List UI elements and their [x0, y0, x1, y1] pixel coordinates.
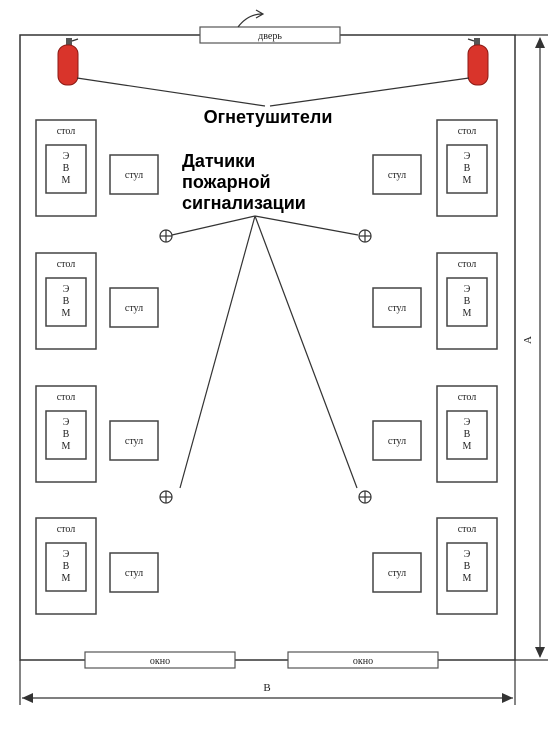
- computer-label: М: [62, 441, 71, 452]
- chair-label: стул: [388, 568, 406, 579]
- table-label: стол: [458, 126, 477, 137]
- computer-label: В: [63, 429, 70, 440]
- computer-label: Э: [63, 151, 70, 162]
- window-left-label: окно: [150, 656, 170, 667]
- door-swing-arc: [237, 13, 263, 28]
- chair: [372, 420, 422, 461]
- dimension-a: А: [515, 34, 548, 661]
- dimension-a-arrow-top: [535, 37, 545, 48]
- chair-label: стул: [125, 303, 143, 314]
- door-swing-arrowhead: [255, 9, 265, 19]
- chair: [372, 552, 422, 593]
- table-label: стол: [57, 259, 76, 270]
- detectors-label-line-3: сигнализации: [182, 193, 306, 213]
- chair-label: стул: [125, 436, 143, 447]
- table-label: стол: [57, 524, 76, 535]
- chair: [109, 287, 159, 328]
- window-right-label: окно: [353, 656, 373, 667]
- computer-label: М: [463, 573, 472, 584]
- workstation-right-3: стол Э В М стул: [372, 385, 498, 483]
- workstation-right-2: стол Э В М стул: [372, 252, 498, 350]
- dimension-a-label: А: [522, 336, 534, 344]
- extinguisher-leader-left: [76, 77, 266, 107]
- chair: [109, 154, 159, 195]
- computer: [45, 542, 87, 592]
- computer-label: Э: [464, 549, 471, 560]
- workstation-left-2: стол Э В М стул: [35, 252, 159, 350]
- chair-label: стул: [125, 568, 143, 579]
- table-label: стол: [458, 524, 477, 535]
- fire-detector-icon: [159, 229, 173, 243]
- dimension-a-arrow-bottom: [535, 647, 545, 658]
- detectors-label-line-2: пожарной: [182, 172, 271, 192]
- chair-label: стул: [388, 303, 406, 314]
- detectors-label-line-1: Датчики: [182, 151, 255, 171]
- dimension-b-arrow-left: [22, 693, 33, 703]
- door-label: дверь: [258, 31, 282, 42]
- door-frame: [199, 26, 341, 44]
- computer: [45, 410, 87, 460]
- computer-label: М: [62, 308, 71, 319]
- chair: [372, 287, 422, 328]
- computer: [45, 144, 87, 194]
- chair-label: стул: [388, 170, 406, 181]
- fire-detector-icon: [358, 229, 372, 243]
- fire-detector-icon: [358, 490, 372, 504]
- chair-label: стул: [388, 436, 406, 447]
- fire-extinguisher-right-icon: [467, 38, 489, 86]
- chair: [372, 154, 422, 195]
- table-label: стол: [458, 392, 477, 403]
- computer: [45, 277, 87, 327]
- computer-label: Э: [63, 549, 70, 560]
- computer-label: Э: [464, 417, 471, 428]
- computer-label: В: [63, 163, 70, 174]
- computer-label: Э: [464, 151, 471, 162]
- chair-label: стул: [125, 170, 143, 181]
- computer-label: М: [463, 308, 472, 319]
- workstation-left-3: стол Э В М стул: [35, 385, 159, 483]
- fire-detector-icon: [159, 490, 173, 504]
- computer: [446, 277, 488, 327]
- dimension-b-arrow-right: [502, 693, 513, 703]
- window-right: окно: [287, 651, 439, 669]
- computer-label: М: [62, 175, 71, 186]
- window-left: окно: [84, 651, 236, 669]
- computer-label: Э: [63, 284, 70, 295]
- workstation-left-4: стол Э В М стул: [35, 517, 159, 615]
- extinguisher-leader-right: [269, 77, 470, 107]
- computer-label: В: [63, 296, 70, 307]
- extinguishers-label: Огнетушители: [204, 107, 333, 127]
- door: дверь: [199, 9, 341, 44]
- chair: [109, 420, 159, 461]
- computer-label: В: [464, 296, 471, 307]
- computer: [446, 144, 488, 194]
- chair: [109, 552, 159, 593]
- computer-label: В: [63, 561, 70, 572]
- workstation-right-4: стол Э В М стул: [372, 517, 498, 615]
- computer-label: Э: [63, 417, 70, 428]
- table-label: стол: [57, 392, 76, 403]
- dimension-b-label: В: [263, 682, 270, 694]
- detector-leader-lines: [171, 215, 359, 489]
- computer: [446, 410, 488, 460]
- computer-label: В: [464, 429, 471, 440]
- detectors-label: Датчики пожарной сигнализации: [182, 151, 306, 213]
- computer-label: М: [463, 175, 472, 186]
- dimension-b: В: [19, 660, 516, 705]
- computer-label: Э: [464, 284, 471, 295]
- computer: [446, 542, 488, 592]
- computer-label: М: [463, 441, 472, 452]
- fire-extinguisher-left-icon: [57, 38, 79, 86]
- computer-label: М: [62, 573, 71, 584]
- computer-label: В: [464, 163, 471, 174]
- table-label: стол: [57, 126, 76, 137]
- computer-label: В: [464, 561, 471, 572]
- workstation-left-1: стол Э В М стул: [35, 119, 159, 217]
- workstation-right-1: стол Э В М стул: [372, 119, 498, 217]
- table-label: стол: [458, 259, 477, 270]
